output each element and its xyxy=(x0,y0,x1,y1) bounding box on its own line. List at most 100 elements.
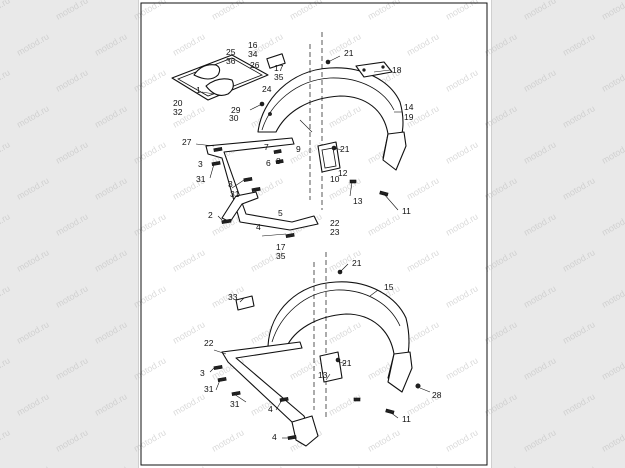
watermark-text: motod.ru xyxy=(93,175,129,201)
watermark-text: motod.ru xyxy=(15,247,51,273)
lamp-housing xyxy=(193,64,221,80)
callout-36: 36 xyxy=(226,56,236,66)
watermark-text: motod.ru xyxy=(0,67,12,93)
callout-18: 18 xyxy=(392,65,402,75)
watermark-text: motod.ru xyxy=(561,319,597,345)
watermark-text: motod.ru xyxy=(171,463,207,468)
watermark-text: motod.ru xyxy=(444,67,480,93)
watermark-text: motod.ru xyxy=(561,175,597,201)
callout-9: 9 xyxy=(296,144,301,154)
watermark-text: motod.ru xyxy=(54,67,90,93)
callout-26: 26 xyxy=(250,60,260,70)
watermark-text: motod.ru xyxy=(132,427,168,453)
callout-22: 22 xyxy=(204,338,214,348)
watermark-text: motod.ru xyxy=(522,355,558,381)
callout-33: 33 xyxy=(228,292,238,302)
callout-31: 31 xyxy=(230,399,240,409)
callout-3: 3 xyxy=(200,368,205,378)
callout-2: 2 xyxy=(208,210,213,220)
watermark-text: motod.ru xyxy=(522,427,558,453)
watermark-text: motod.ru xyxy=(600,139,625,165)
watermark-text: motod.ru xyxy=(93,103,129,129)
watermark-text: motod.ru xyxy=(483,319,519,345)
watermark-text: motod.ru xyxy=(366,427,402,453)
watermark-text: motod.ru xyxy=(561,31,597,57)
callout-17: 17 xyxy=(274,63,284,73)
callout-4: 4 xyxy=(256,222,261,232)
callout-10: 10 xyxy=(330,174,340,184)
callout-7: 7 xyxy=(264,142,269,152)
reflector-33 xyxy=(235,295,255,311)
watermark-text: motod.ru xyxy=(171,391,207,417)
plate-hole xyxy=(362,68,366,72)
watermark-text: motod.ru xyxy=(54,211,90,237)
watermark-text: motod.ru xyxy=(483,31,519,57)
watermark-text: motod.ru xyxy=(366,211,402,237)
watermark-text: motod.ru xyxy=(405,463,441,468)
callout-27: 27 xyxy=(182,137,192,147)
watermark-text: motod.ru xyxy=(483,247,519,273)
bracket-16 xyxy=(266,53,286,69)
watermark-text: motod.ru xyxy=(561,391,597,417)
callout-14: 14 xyxy=(404,102,414,112)
watermark-text: motod.ru xyxy=(15,31,51,57)
watermark-text: motod.ru xyxy=(210,427,246,453)
watermark-text: motod.ru xyxy=(249,463,285,468)
callout-21: 21 xyxy=(344,48,354,58)
upper-fender-edge xyxy=(261,77,395,131)
callout-labels: 1 2 3 3 3 4 4 4 5 6 7 8 9 10 11 11 12 13… xyxy=(173,40,442,442)
watermark-text: motod.ru xyxy=(132,211,168,237)
callout-31: 31 xyxy=(230,189,240,199)
callout-3: 3 xyxy=(228,179,233,189)
callout-15: 15 xyxy=(384,282,394,292)
drawing-frame xyxy=(140,2,488,466)
watermark-text: motod.ru xyxy=(0,427,12,453)
watermark-text: motod.ru xyxy=(132,283,168,309)
lower-fender-tip xyxy=(387,351,413,393)
watermark-text: motod.ru xyxy=(93,247,129,273)
callout-11: 11 xyxy=(402,414,411,424)
upper-bolts xyxy=(211,59,389,239)
watermark-text: motod.ru xyxy=(405,175,441,201)
callout-22: 22 xyxy=(330,218,340,228)
callout-30: 30 xyxy=(229,113,239,123)
watermark-text: motod.ru xyxy=(600,0,625,22)
watermark-text: motod.ru xyxy=(15,175,51,201)
upper-fender xyxy=(257,67,404,167)
strut-lower-brace xyxy=(221,191,259,223)
callout-12: 12 xyxy=(338,168,348,178)
callout-16: 16 xyxy=(248,40,258,50)
callout-25: 25 xyxy=(226,47,236,57)
watermark-text: motod.ru xyxy=(132,355,168,381)
watermark-text: motod.ru xyxy=(327,391,363,417)
callout-5: 5 xyxy=(278,208,283,218)
watermark-text: motod.ru xyxy=(93,319,129,345)
callout-23: 23 xyxy=(330,227,340,237)
callout-8: 8 xyxy=(276,156,281,166)
watermark-text: motod.ru xyxy=(0,0,12,22)
watermark-text: motod.ru xyxy=(93,31,129,57)
watermark-text: motod.ru xyxy=(483,103,519,129)
watermark-text: motod.ru xyxy=(522,211,558,237)
lamp-lens xyxy=(205,78,234,96)
callout-4: 4 xyxy=(268,404,273,414)
callout-19: 19 xyxy=(404,112,414,122)
callout-20: 20 xyxy=(173,98,183,108)
callout-3: 3 xyxy=(198,159,203,169)
watermark-text: motod.ru xyxy=(444,355,480,381)
watermark-text: motod.ru xyxy=(0,139,12,165)
watermark-text: motod.ru xyxy=(0,211,12,237)
lower-leaders xyxy=(209,263,431,439)
watermark-text: motod.ru xyxy=(0,283,12,309)
watermark-text: motod.ru xyxy=(93,391,129,417)
callout-11: 11 xyxy=(402,206,411,216)
watermark-text: motod.ru xyxy=(132,139,168,165)
watermark-text: motod.ru xyxy=(522,0,558,22)
lower-fender xyxy=(267,281,410,387)
watermark-text: motod.ru xyxy=(171,247,207,273)
bracket-10-inner xyxy=(321,147,337,169)
strut-upper xyxy=(205,137,319,231)
watermark-text: motod.ru xyxy=(444,139,480,165)
